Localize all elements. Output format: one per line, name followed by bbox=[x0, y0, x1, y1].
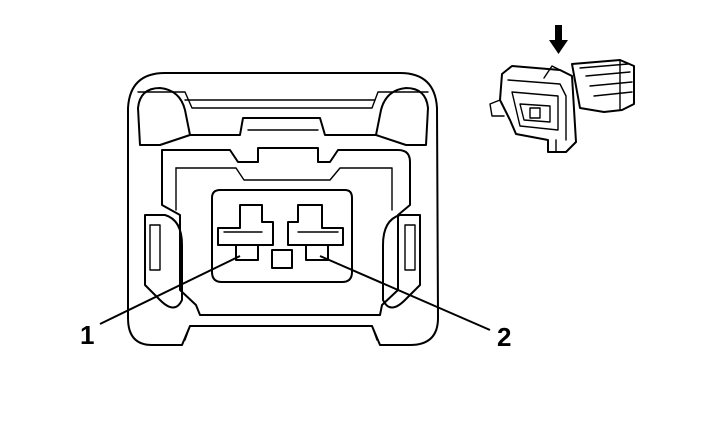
left-side-guide bbox=[144, 214, 183, 309]
right-latch-ear bbox=[375, 87, 429, 146]
left-side-guide-slot bbox=[149, 224, 161, 271]
left-latch-ear bbox=[137, 87, 191, 146]
terminal-cavity-block bbox=[211, 189, 353, 283]
right-side-guide-slot bbox=[404, 224, 416, 271]
right-side-guide bbox=[382, 214, 421, 309]
callout-label-2: 2 bbox=[497, 322, 511, 352]
connector-perspective-thumbnail bbox=[489, 59, 635, 153]
callout-leader-1 bbox=[99, 255, 241, 325]
callout-leader-2 bbox=[319, 255, 491, 331]
callout-label-1: 1 bbox=[80, 320, 94, 350]
housing-top-ridge bbox=[137, 91, 429, 109]
inner-shroud bbox=[161, 147, 411, 316]
connector-front-view bbox=[127, 72, 439, 346]
latch-ramp bbox=[189, 117, 377, 136]
inner-shroud-step bbox=[175, 167, 393, 211]
terminal-1 bbox=[217, 204, 274, 261]
terminal-2 bbox=[287, 204, 344, 261]
center-key bbox=[271, 249, 293, 269]
bottom-foot-right bbox=[371, 325, 378, 341]
arrow-down-icon bbox=[549, 25, 568, 54]
bottom-foot-left bbox=[184, 325, 191, 341]
